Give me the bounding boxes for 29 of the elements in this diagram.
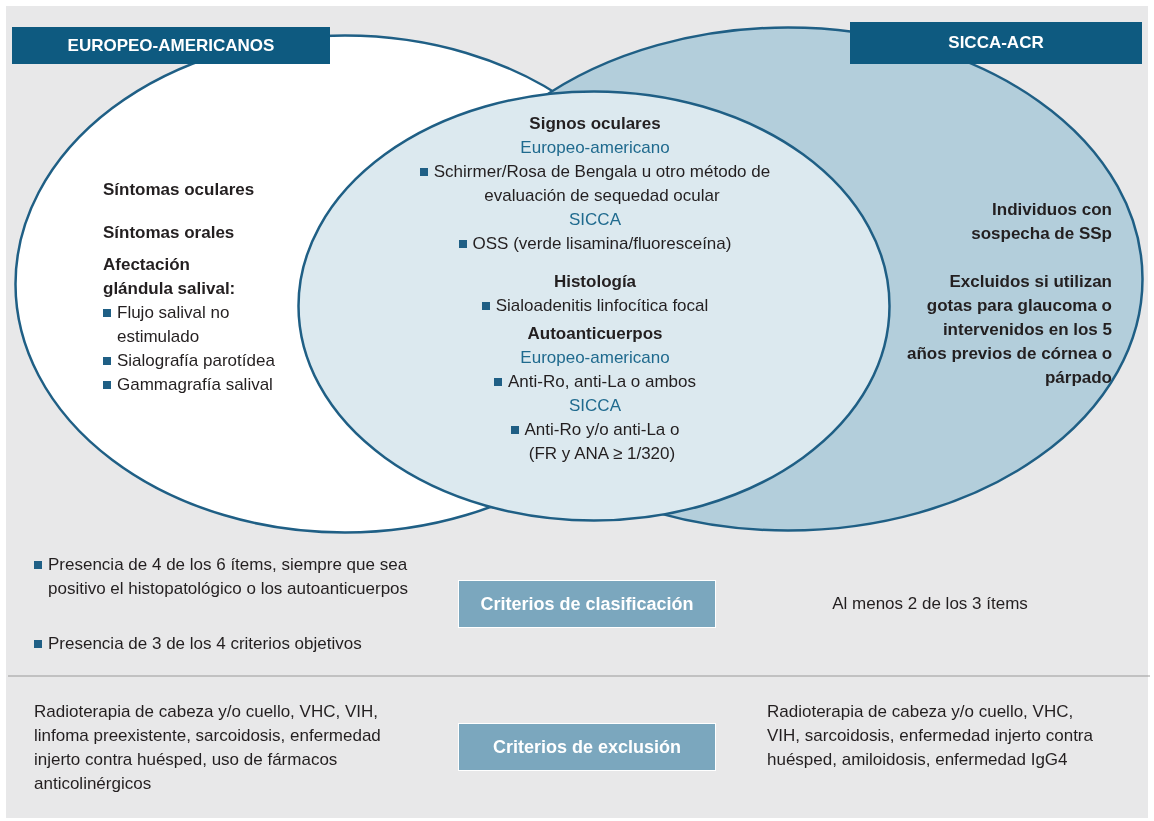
- subheading-text: SICCA: [569, 395, 621, 417]
- bullet-item: Sialografía parotídea: [103, 349, 275, 373]
- bullet-item: OSS (verde lisamina/fluoresceína): [458, 232, 732, 256]
- subheading-text: SICCA: [569, 209, 621, 231]
- header-title: EUROPEO-AMERICANOS: [67, 35, 275, 56]
- bullet-item: Anti-Ro y/o anti-La o (FR y ANA ≥ 1/320): [508, 418, 682, 466]
- category-label: Criterios de exclusión: [492, 736, 682, 758]
- heading-text: Individuos con sospecha de SSp: [970, 199, 1112, 245]
- heading-text: Histología: [553, 271, 637, 293]
- note-text: Radioterapia de cabeza y/o cuello, VHC, VIH, linfoma preexistente, sarcoidosis, enfermedad injerto contra huésped, uso de fármacos anticolinérgicos: [34, 701, 382, 795]
- heading-text: Signos oculares: [529, 113, 661, 135]
- bullet-item: Sialoadenitis linfocítica focal: [481, 294, 709, 318]
- heading-text: Síntomas oculares: [103, 179, 255, 201]
- bullet-item: Gammagrafía salival: [103, 373, 273, 397]
- bullet-item: Presencia de 3 de los 4 criterios objetivos: [34, 632, 468, 656]
- bullet-item: Flujo salival no estimulado: [103, 301, 277, 349]
- note-text: Al menos 2 de los 3 ítems: [831, 593, 1029, 615]
- heading-text: Excluidos si utilizan gotas para glaucoma o intervenidos en los 5 años previos de córnea o párpado: [907, 271, 1112, 389]
- subheading-text: Europeo-americano: [520, 347, 670, 369]
- header-title: SICCA-ACR: [948, 33, 1044, 53]
- category-label: Criterios de clasificación: [480, 593, 694, 615]
- bullet-item: Schirmer/Rosa de Bengala u otro método de evaluación de sequedad ocular: [405, 160, 785, 208]
- subheading-text: Europeo-americano: [520, 137, 670, 159]
- bullet-item: Anti-Ro, anti-La o ambos: [493, 370, 696, 394]
- heading-text: Síntomas orales: [103, 222, 235, 244]
- heading-text: Afectación glándula salival:: [103, 254, 237, 300]
- heading-text: Autoanticuerpos: [527, 323, 663, 345]
- bullet-item: Presencia de 4 de los 6 ítems, siempre que sea positivo el histopatológico o los autoanticuerpos: [34, 553, 413, 601]
- note-text: Radioterapia de cabeza y/o cuello, VHC, VIH, sarcoidosis, enfermedad injerto contra huésped, amiloidosis, enfermedad IgG4: [767, 701, 1094, 771]
